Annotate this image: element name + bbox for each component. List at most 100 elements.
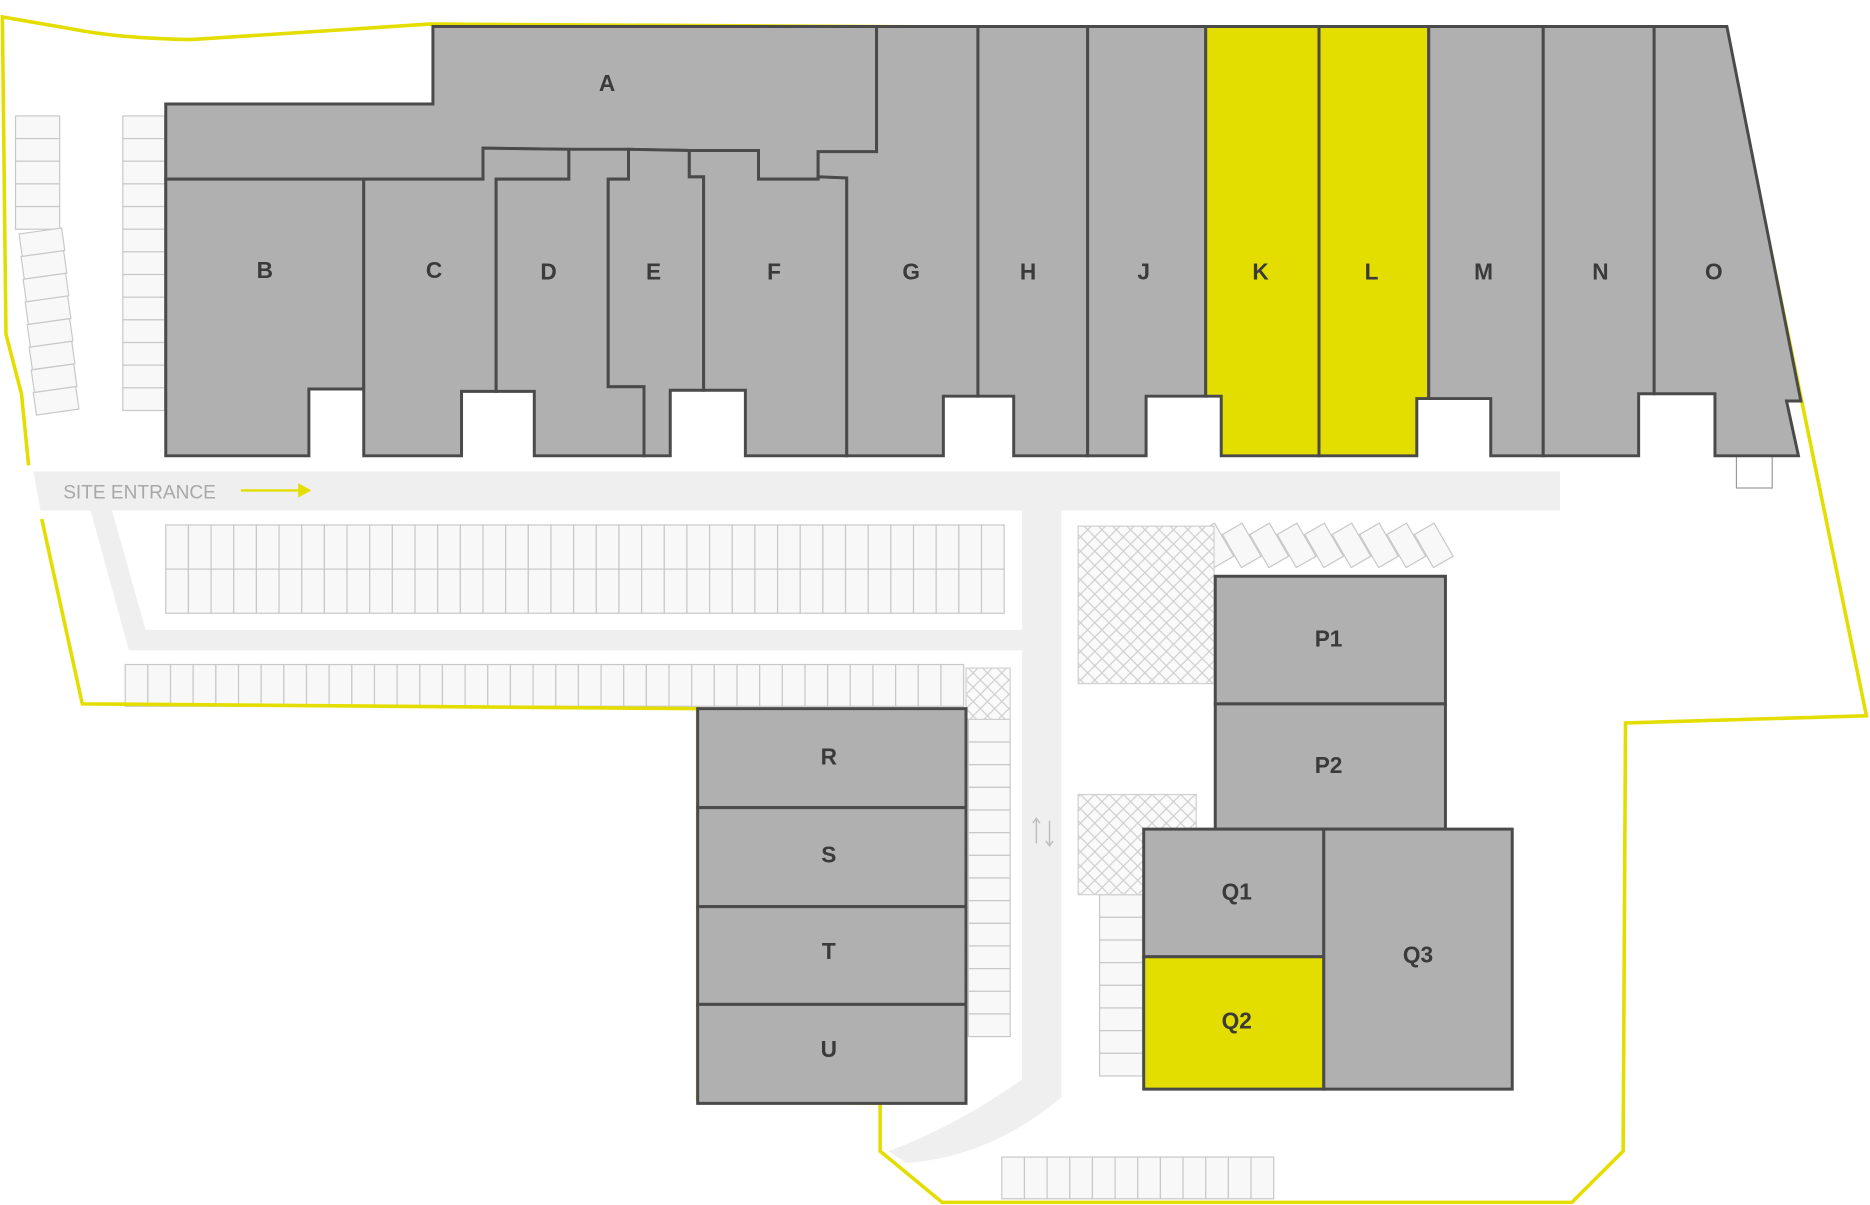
parking-bay xyxy=(328,663,353,707)
parking-bay xyxy=(1413,522,1454,569)
unit-q3[interactable]: Q3 xyxy=(1322,827,1514,1091)
parking-bay xyxy=(323,524,348,570)
parking-bay xyxy=(967,900,1011,924)
unit-f[interactable]: F xyxy=(687,149,849,458)
unit-p1[interactable]: P1 xyxy=(1213,574,1447,706)
unit-label: M xyxy=(1474,258,1493,284)
unit-u[interactable]: U xyxy=(696,1002,968,1105)
unit-shape[interactable] xyxy=(1427,24,1545,458)
unit-shape[interactable] xyxy=(1322,827,1514,1091)
parking-bay xyxy=(437,524,461,570)
hatched-area xyxy=(1077,525,1215,685)
parking-bay xyxy=(165,524,190,570)
parking-bay xyxy=(1098,916,1144,941)
parking-bay xyxy=(754,524,779,570)
unit-j[interactable]: J xyxy=(1086,24,1208,458)
parking-bay xyxy=(122,228,166,253)
unit-h[interactable]: H xyxy=(976,24,1090,458)
unit-shape[interactable] xyxy=(1541,24,1656,458)
roads xyxy=(33,471,1560,1164)
parking-bay xyxy=(278,524,303,570)
unit-q1[interactable]: Q1 xyxy=(1142,827,1326,959)
unit-shape[interactable] xyxy=(696,1002,968,1105)
parking-bay xyxy=(346,568,371,614)
parking-bay xyxy=(1001,1156,1026,1200)
parking-bay xyxy=(391,568,416,614)
unit-label: L xyxy=(1365,258,1379,284)
unit-shape[interactable] xyxy=(976,24,1090,458)
unit-r[interactable]: R xyxy=(696,707,968,810)
parking-bay xyxy=(14,205,61,230)
parking-bay xyxy=(437,568,461,614)
parking-bay xyxy=(192,663,217,707)
parking-bay xyxy=(255,568,280,614)
unit-label: P1 xyxy=(1315,626,1343,652)
unit-shape[interactable] xyxy=(164,177,366,458)
unit-label: O xyxy=(1705,258,1723,284)
unit-m[interactable]: M xyxy=(1427,24,1545,458)
parking-bay xyxy=(122,115,166,140)
unit-b[interactable]: B xyxy=(164,177,366,458)
parking-bay xyxy=(645,663,670,707)
parking-bays xyxy=(14,115,1454,1200)
unit-label: A xyxy=(599,70,615,96)
parking-bay xyxy=(1098,939,1144,964)
parking-bay xyxy=(600,663,625,707)
parking-bay xyxy=(573,524,597,570)
unit-shape[interactable] xyxy=(1204,24,1321,458)
unit-n[interactable]: N xyxy=(1541,24,1656,458)
parking-bay xyxy=(555,663,580,707)
unit-o[interactable]: O xyxy=(1652,24,1803,458)
parking-bay xyxy=(618,524,643,570)
unit-l[interactable]: L xyxy=(1317,24,1431,458)
parking-bay xyxy=(122,364,166,389)
parking-bay xyxy=(799,568,824,614)
parking-bay xyxy=(459,568,484,614)
parking-bay xyxy=(122,319,166,344)
parking-bay xyxy=(122,341,166,366)
parking-bay xyxy=(940,663,965,707)
parking-bay xyxy=(731,524,756,570)
unit-s[interactable]: S xyxy=(696,806,968,909)
parking-bay xyxy=(709,524,733,570)
parking-bay xyxy=(967,832,1011,856)
parking-bay xyxy=(1137,1156,1161,1200)
parking-bay xyxy=(255,524,280,570)
parking-bay xyxy=(668,663,693,707)
unit-label: U xyxy=(821,1036,837,1062)
parking-bay xyxy=(122,387,166,412)
parking-bay xyxy=(1276,522,1317,569)
unit-shape[interactable] xyxy=(1317,24,1431,458)
unit-q2[interactable]: Q2 xyxy=(1142,955,1326,1091)
unit-label: Q1 xyxy=(1222,878,1252,904)
parking-bay xyxy=(122,183,166,208)
parking-bay xyxy=(967,968,1011,992)
parking-bay xyxy=(641,524,665,570)
parking-bay xyxy=(505,568,529,614)
parking-bay xyxy=(351,663,376,707)
unit-label: S xyxy=(821,842,836,868)
parking-bay xyxy=(233,524,258,570)
unit-k[interactable]: K xyxy=(1204,24,1321,458)
parking-bay xyxy=(736,663,761,707)
parking-bay xyxy=(122,296,166,321)
unit-t[interactable]: T xyxy=(696,905,968,1006)
unit-shape[interactable] xyxy=(1086,24,1208,458)
unit-shape[interactable] xyxy=(1652,24,1803,458)
parking-bay xyxy=(301,568,325,614)
parking-bay xyxy=(1098,1052,1144,1077)
parking-bay xyxy=(260,663,285,707)
unit-p2[interactable]: P2 xyxy=(1213,702,1447,831)
parking-bay xyxy=(1386,522,1427,569)
unit-shape[interactable] xyxy=(687,149,849,458)
parking-bay xyxy=(663,524,688,570)
parking-bay xyxy=(967,877,1011,902)
parking-bay xyxy=(967,922,1011,947)
parking-bay xyxy=(14,183,61,208)
parking-bay xyxy=(165,568,190,614)
parking-bay xyxy=(550,568,575,614)
unit-label: N xyxy=(1592,258,1608,284)
parking-bay xyxy=(844,568,869,614)
parking-bay xyxy=(532,663,557,707)
parking-bay xyxy=(346,524,371,570)
